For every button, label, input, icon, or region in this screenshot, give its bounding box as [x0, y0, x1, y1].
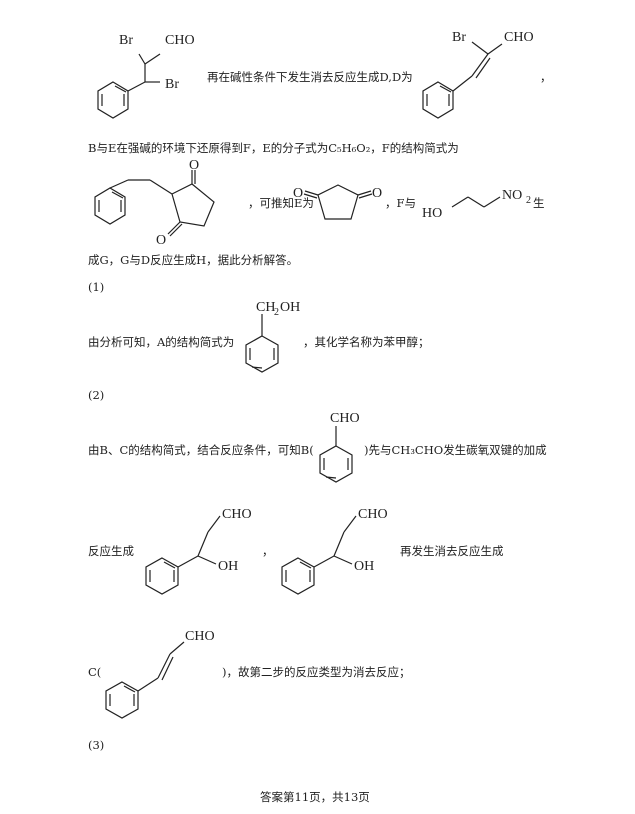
- line3-text2: ，F与: [385, 196, 416, 210]
- structure-compound-f: O O: [94, 158, 215, 248]
- line2-text: B与E在强碱的环境下还原得到F，E的分子式为C₅H₆O₂，F的结构简式为: [88, 141, 459, 155]
- svg-text:HO: HO: [422, 206, 442, 221]
- q3-marker: (3): [88, 738, 105, 752]
- structure-dibromo-compound: Br CHO Br: [97, 33, 195, 119]
- svg-text:Br: Br: [165, 77, 179, 92]
- structure-benzyl-alcohol: CH 2 OH: [245, 300, 300, 373]
- svg-text:CHO: CHO: [222, 507, 252, 522]
- line3-text1: ，可推知E为: [248, 196, 314, 210]
- structure-nitroethanol: HO NO 2: [422, 188, 531, 221]
- svg-text:2: 2: [274, 307, 279, 318]
- q2-text5: 再发生消去反应生成: [400, 544, 504, 558]
- q2-marker: (2): [88, 388, 105, 402]
- svg-text:CH: CH: [256, 300, 275, 315]
- q1-marker: (1): [88, 280, 105, 294]
- svg-text:2: 2: [526, 195, 531, 206]
- q2-text7: )，故第二步的反应类型为消去反应；: [222, 665, 411, 679]
- structure-cinnamaldehyde: CHO: [105, 629, 215, 719]
- svg-text:OH: OH: [280, 300, 300, 315]
- svg-text:OH: OH: [218, 559, 238, 574]
- svg-text:Br: Br: [452, 30, 466, 45]
- svg-text:OH: OH: [354, 559, 374, 574]
- svg-text:CHO: CHO: [185, 629, 215, 644]
- structure-hydroxy-aldehyde-2: CHO OH: [281, 507, 388, 595]
- line4-text: 成G，G与D反应生成H，据此分析解答。: [88, 253, 299, 267]
- line1-text: 再在碱性条件下发生消去反应生成D,D为: [207, 70, 413, 84]
- structure-compound-d: Br CHO: [422, 30, 534, 119]
- structure-compound-e: O O: [293, 184, 382, 220]
- structure-benzaldehyde: CHO: [319, 411, 360, 483]
- q2-text3: 反应生成: [88, 544, 134, 558]
- svg-text:O: O: [189, 158, 199, 173]
- q2-text6: C(: [88, 665, 102, 679]
- svg-text:NO: NO: [502, 188, 522, 203]
- q1-text1: 由分析可知，A的结构简式为: [88, 335, 235, 349]
- q2-text1: 由B、C的结构简式，结合反应条件，可知B(: [88, 443, 314, 457]
- svg-text:CHO: CHO: [165, 33, 195, 48]
- svg-text:Br: Br: [119, 33, 133, 48]
- svg-text:CHO: CHO: [504, 30, 534, 45]
- svg-text:O: O: [293, 186, 303, 201]
- line1-comma: ，: [540, 70, 552, 84]
- q2-text2: )先与CH₃CHO发生碳氧双键的加成: [364, 443, 547, 457]
- svg-text:CHO: CHO: [358, 507, 388, 522]
- svg-text:CHO: CHO: [330, 411, 360, 426]
- page-footer: 答案第11页，共13页: [260, 790, 370, 804]
- line3-text3: 生: [533, 196, 545, 210]
- q2-text4: ，: [262, 544, 274, 558]
- structure-hydroxy-aldehyde-1: CHO OH: [145, 507, 252, 595]
- svg-text:O: O: [372, 186, 382, 201]
- q1-text2: ，其化学名称为苯甲醇；: [303, 335, 430, 349]
- svg-text:O: O: [156, 233, 166, 248]
